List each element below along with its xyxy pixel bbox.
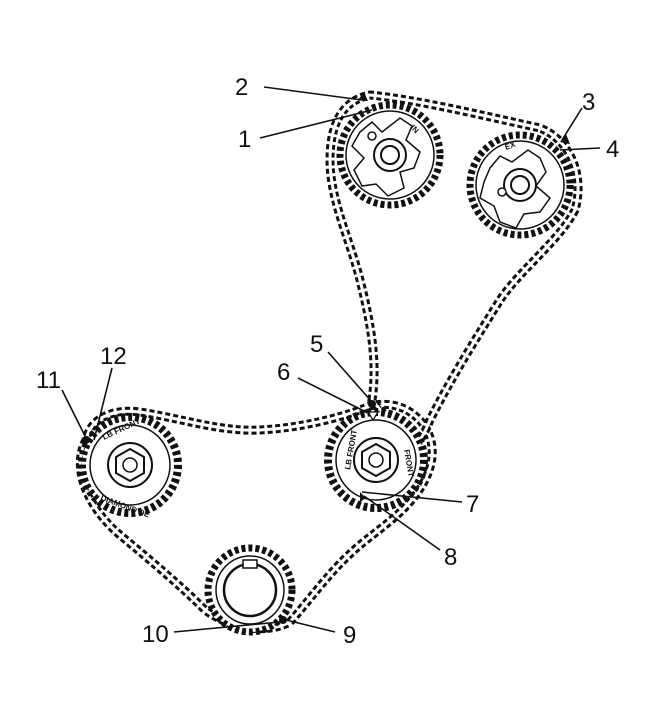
left-idler-sprocket: LB FRONT DIAMOND DE xyxy=(78,413,182,520)
exhaust-cam-sprocket: EX xyxy=(466,131,574,239)
callout-1: 1 xyxy=(238,126,251,153)
callout-10: 10 xyxy=(142,621,169,648)
callout-6: 6 xyxy=(277,359,290,386)
callout-numbers: 2 1 3 4 5 6 7 8 9 10 11 12 xyxy=(36,74,619,649)
callout-8: 8 xyxy=(444,544,457,571)
sprockets: IN EX LB FRONT DIAMOND DE xyxy=(78,92,574,636)
timing-marks xyxy=(82,92,570,624)
leader-lines xyxy=(61,86,601,633)
callout-12: 12 xyxy=(100,343,127,370)
callout-11: 11 xyxy=(36,367,61,394)
callout-9: 9 xyxy=(343,622,356,649)
callout-4: 4 xyxy=(606,136,619,163)
callout-5: 5 xyxy=(310,331,323,358)
intake-cam-sprocket: IN xyxy=(336,101,444,209)
callout-3: 3 xyxy=(582,89,595,116)
right-idler-sprocket: LB FRONT FRONT xyxy=(324,408,428,512)
timing-chains xyxy=(75,90,583,634)
exhaust-stamp: EX xyxy=(504,140,518,152)
primary-chain-inner xyxy=(78,402,434,631)
callout-2: 2 xyxy=(235,74,248,101)
callout-7: 7 xyxy=(466,491,479,518)
secondary-chain-inner xyxy=(328,93,580,449)
crankshaft-sprocket xyxy=(204,544,296,636)
